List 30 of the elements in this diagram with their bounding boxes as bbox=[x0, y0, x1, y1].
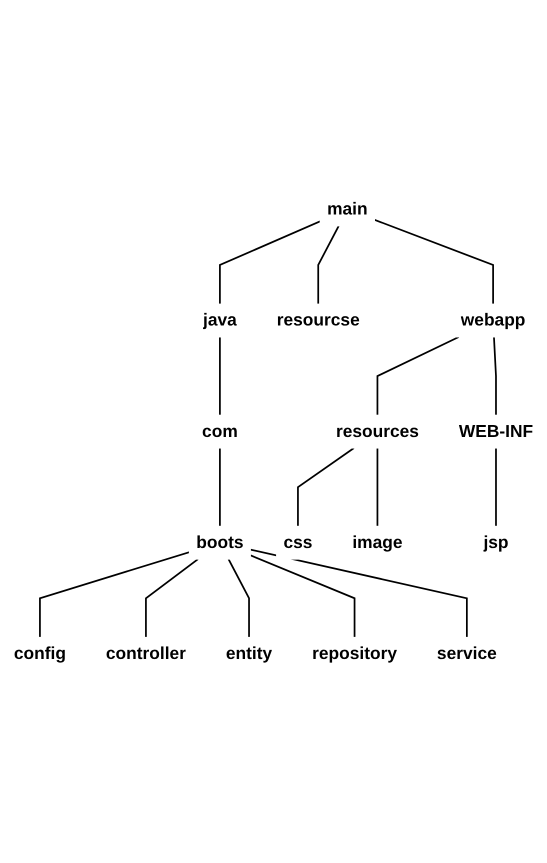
connector bbox=[228, 558, 250, 638]
connector bbox=[145, 558, 198, 638]
connector bbox=[493, 336, 497, 415]
connector bbox=[219, 336, 221, 415]
node-text: image bbox=[352, 533, 403, 552]
node-text: service bbox=[436, 644, 497, 664]
node-text: controller bbox=[106, 644, 186, 664]
node-text: entity bbox=[226, 644, 272, 664]
node-text: resourcse bbox=[276, 310, 360, 330]
node-text: repository bbox=[312, 644, 397, 664]
node-text: WEB-INF bbox=[458, 422, 534, 442]
connector bbox=[495, 448, 497, 526]
connector bbox=[374, 218, 494, 304]
node-text: com bbox=[202, 422, 238, 442]
connector bbox=[317, 225, 340, 304]
node-text: jsp bbox=[483, 533, 509, 552]
connector bbox=[39, 551, 190, 638]
node-text: config bbox=[14, 644, 66, 664]
connector bbox=[250, 554, 356, 638]
node-text: resources bbox=[336, 422, 419, 442]
connector bbox=[219, 448, 221, 526]
node-text: java bbox=[203, 310, 237, 330]
connector bbox=[250, 548, 468, 638]
connector bbox=[297, 447, 354, 526]
connector bbox=[376, 336, 460, 415]
node-text: webapp bbox=[460, 310, 526, 330]
node-text: boots bbox=[196, 533, 244, 552]
node-text: main bbox=[327, 200, 368, 219]
connector bbox=[219, 220, 320, 304]
connector bbox=[376, 448, 378, 526]
